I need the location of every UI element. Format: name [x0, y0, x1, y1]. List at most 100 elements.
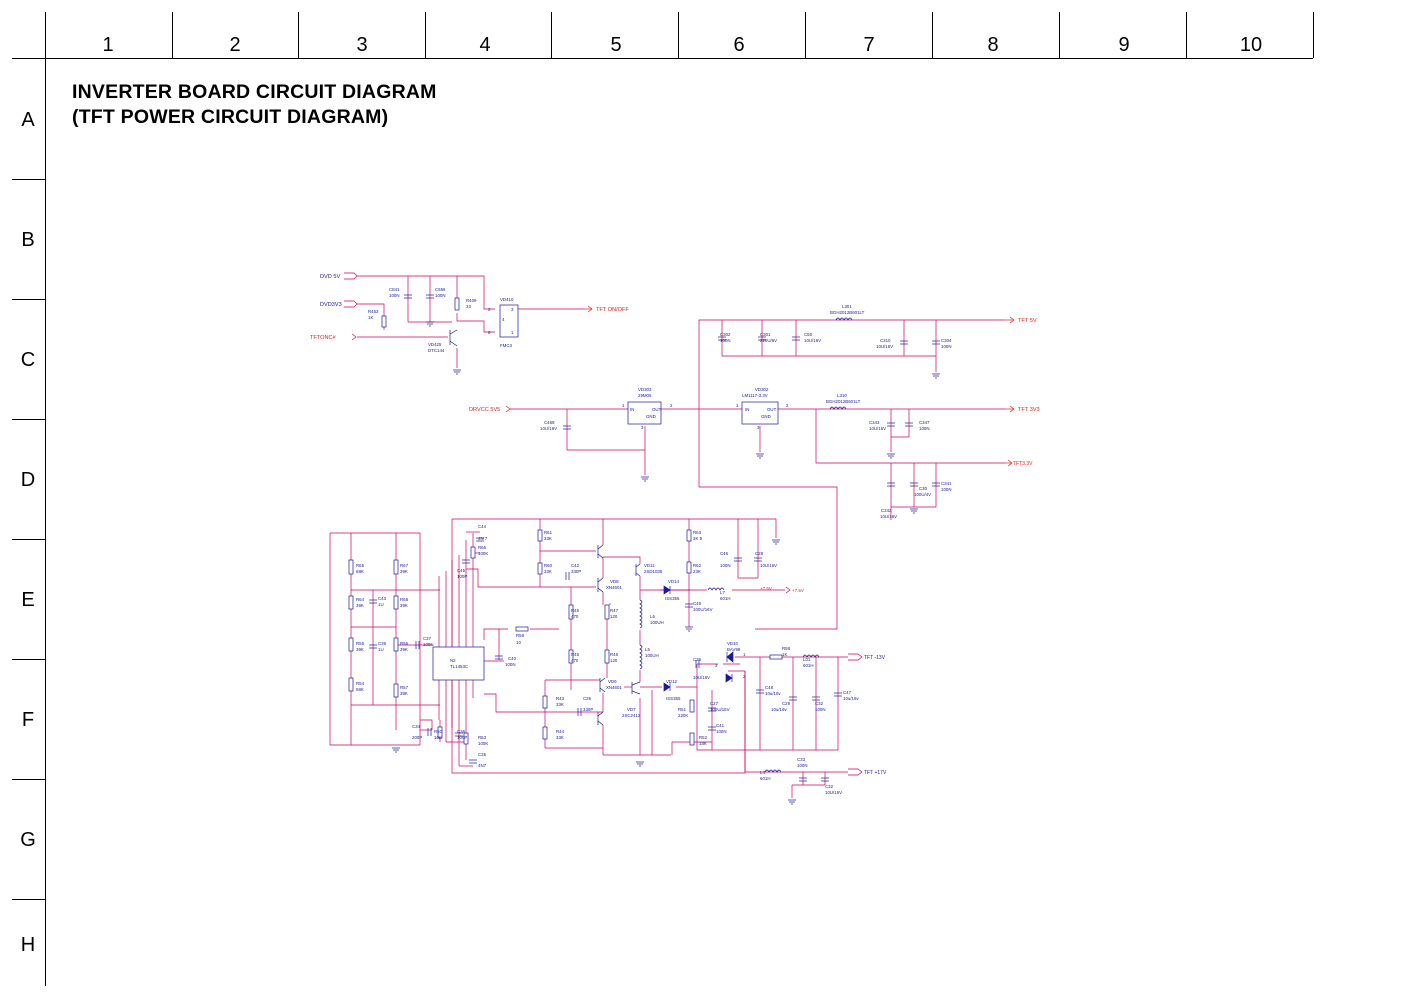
- component-label: 10U/16V: [876, 344, 893, 349]
- component-label: 2: [786, 403, 789, 408]
- component-label: 2SD1035: [644, 569, 663, 574]
- component-label: 220K: [678, 713, 688, 718]
- net-label-tft-plus17v: TFT +17V: [864, 770, 887, 776]
- component-label: VD11: [644, 563, 655, 568]
- component-label: 10U/16V: [693, 675, 710, 680]
- component-label: L6: [650, 614, 655, 619]
- component-label: VD10: [727, 641, 739, 646]
- component-label: C342: [881, 508, 892, 513]
- component-label: C50: [804, 332, 813, 337]
- component-label: 100UH: [645, 653, 659, 658]
- component-label: L5: [645, 647, 650, 652]
- net-label-tft-minus13v: TFT -13V: [864, 655, 886, 661]
- component-label: C29: [782, 701, 791, 706]
- component-label: 23K: [693, 569, 701, 574]
- net-labels: DVD 5V DVD3V3 TFTONC# TFT ON/OFF DRVCC 5…: [310, 274, 1040, 776]
- component-label: VD12: [666, 679, 678, 684]
- row-label: D: [21, 469, 35, 491]
- component-label: 1K: [782, 652, 787, 657]
- row-label: B: [21, 229, 34, 251]
- component-label: 100UH: [650, 620, 664, 625]
- component-label: 10u/16v: [843, 696, 859, 701]
- component-label: BAV99: [727, 647, 741, 652]
- component-label: C37: [423, 636, 432, 641]
- component-label: 100N: [919, 426, 930, 431]
- component-label: C42: [571, 563, 580, 568]
- component-label: 10u/16v: [771, 707, 787, 712]
- component-label: 10U/16V: [880, 514, 897, 519]
- component-label: 10K: [434, 735, 442, 740]
- component-label: C43: [378, 596, 387, 601]
- component-label: 2SC2412: [622, 713, 641, 718]
- component-label: 68K: [356, 687, 364, 692]
- component-label: C48: [765, 685, 774, 690]
- component-label: 100P: [457, 735, 467, 740]
- component-label: C32: [825, 784, 834, 789]
- component-label: 100N: [716, 729, 727, 734]
- component-label: C46: [720, 551, 729, 556]
- component-label: R64: [356, 597, 365, 602]
- component-label: 100N: [389, 293, 400, 298]
- component-label: 29M05: [638, 393, 652, 398]
- component-label: BGH2012B601LT: [826, 399, 861, 404]
- component-label: 33K: [544, 569, 552, 574]
- component-label: 100U/16V: [693, 607, 713, 612]
- component-label: 1: [622, 403, 625, 408]
- component-label: 68K: [356, 569, 364, 574]
- component-label: 39K: [400, 569, 408, 574]
- component-label: 100P: [457, 574, 467, 579]
- column-label: 1: [102, 34, 113, 56]
- component-label: 33K: [556, 735, 564, 740]
- component-label: 3: [511, 307, 514, 312]
- component-label: 10U/16V: [825, 790, 842, 795]
- net-label-tft3v3b: TFT3.3V: [1013, 461, 1033, 467]
- component-label: C36: [457, 729, 466, 734]
- component-label: C36: [693, 657, 702, 662]
- component-label: 100N: [720, 563, 731, 568]
- component-label: C39: [378, 641, 387, 646]
- component-label: R67: [400, 563, 409, 568]
- component-label: C310: [880, 338, 891, 343]
- component-label: 100U/16V: [710, 707, 730, 712]
- diagram-title-line2: (TFT POWER CIRCUIT DIAGRAM): [72, 106, 389, 128]
- component-label: C347: [919, 420, 930, 425]
- component-label: N2: [450, 658, 456, 663]
- component-label: 100N: [435, 293, 446, 298]
- component-label: C32: [815, 701, 824, 706]
- component-label: C343: [869, 420, 880, 425]
- component-label: 1: [736, 403, 739, 408]
- component-label: XN4601: [606, 585, 622, 590]
- component-label: R59: [516, 633, 525, 638]
- component-label: C44: [478, 524, 487, 529]
- component-label: FMC3: [500, 343, 513, 348]
- column-label: 9: [1118, 34, 1129, 56]
- column-label: 7: [863, 34, 874, 56]
- column-label: 8: [987, 34, 998, 56]
- component-label: R65: [356, 563, 365, 568]
- component-label: 33K: [556, 702, 564, 707]
- component-label: C35: [478, 752, 487, 757]
- component-label: 1: [511, 330, 514, 335]
- component-label: ISS355: [665, 596, 680, 601]
- component-label: R46: [610, 652, 619, 657]
- component-label: 120: [610, 614, 618, 619]
- component-label: 1U: [378, 647, 384, 652]
- component-label: 2: [743, 674, 746, 679]
- component-label: C301: [760, 332, 771, 337]
- row-label: G: [20, 829, 36, 851]
- component-label: C30: [919, 486, 928, 491]
- component-label: 33K: [544, 536, 552, 541]
- component-label: 200P: [412, 735, 422, 740]
- component-label: R66: [478, 545, 487, 550]
- component-label: 1: [743, 652, 746, 657]
- component-label: L7: [720, 590, 725, 595]
- component-label: 100N: [797, 763, 808, 768]
- component-label: 3K 9: [693, 536, 703, 541]
- net-label-plus75b: +7.5V: [792, 588, 804, 593]
- component-label: 601H: [720, 596, 731, 601]
- component-label: 6: [488, 330, 491, 335]
- component-label: R43: [556, 696, 565, 701]
- component-label: DTC144: [428, 348, 445, 353]
